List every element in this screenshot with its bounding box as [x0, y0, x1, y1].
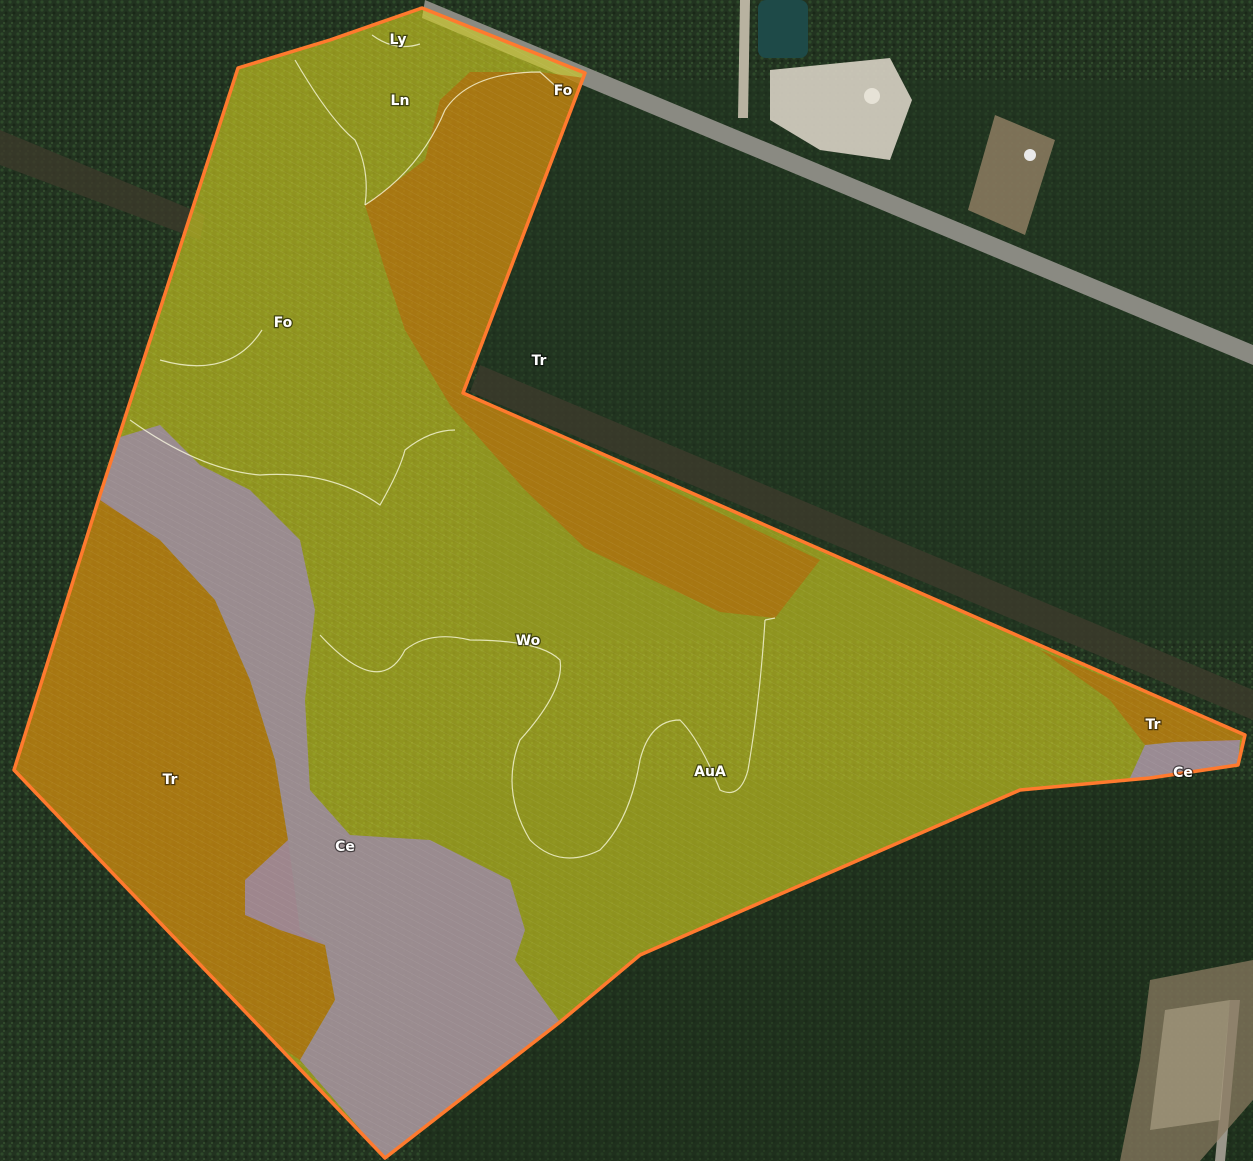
boundary-ln-west	[294, 59, 367, 206]
firebreak-east	[470, 365, 1253, 720]
silo-icon	[1024, 149, 1036, 161]
boundary-wo	[319, 619, 766, 859]
soil-label-aua[interactable]: AuA	[693, 763, 727, 782]
road	[422, 0, 1253, 365]
soil-label-ly[interactable]: Ly	[388, 31, 408, 50]
soil-label-ce-main[interactable]: Ce	[334, 838, 356, 857]
soil-label-tr-west[interactable]: Tr	[161, 771, 179, 790]
parcel-boundary[interactable]	[12, 6, 1247, 1160]
fenced-lot	[968, 115, 1055, 235]
boundary-fo-inner	[159, 329, 263, 367]
clearing-southeast-grass	[1150, 1000, 1230, 1130]
water-tank-icon	[864, 88, 880, 104]
soil-label-ce-east[interactable]: Ce	[1172, 764, 1194, 783]
clearing-north	[770, 58, 912, 160]
firebreak-west	[0, 130, 205, 240]
pond-icon	[758, 0, 808, 58]
boundary-ly-ln	[371, 34, 421, 48]
soil-label-tr-east[interactable]: Tr	[1144, 716, 1162, 735]
boundary-ln-fo	[364, 71, 561, 206]
soil-label-tr-outside[interactable]: Tr	[530, 352, 548, 371]
soil-label-wo[interactable]: Wo	[514, 632, 541, 651]
driveway	[738, 0, 750, 118]
soil-label-fo-north[interactable]: Fo	[552, 82, 573, 101]
boundary-wo-aua	[764, 617, 776, 621]
boundary-fo-west	[129, 419, 456, 506]
soil-label-fo-west[interactable]: Fo	[272, 314, 293, 333]
soil-label-ln[interactable]: Ln	[389, 92, 410, 111]
